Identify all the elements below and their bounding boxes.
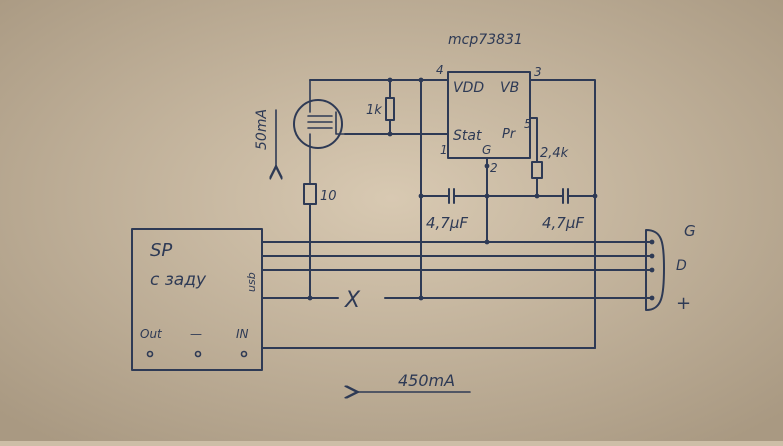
mosfet-symbol (293, 99, 343, 149)
connector-pin-d2 (649, 267, 655, 273)
junction-gnd-bus (484, 239, 490, 245)
connector-plus-label: + (676, 293, 691, 314)
led-current-label: 50mA (254, 109, 270, 150)
connector-pin-plus (649, 295, 655, 301)
sp-module-box (131, 228, 263, 371)
resistor-prog-label: 2,4k (540, 146, 569, 161)
connector-pin-g (649, 239, 655, 245)
capacitor-c2-label: 4,7μF (542, 214, 584, 232)
connector-d-label: D (676, 258, 687, 274)
prog-resistor-lead-top (529, 117, 538, 163)
sp-out-label: Out (140, 327, 163, 341)
mosfet-gate-lead (335, 111, 346, 135)
ic-pin3-label: 3 (534, 65, 542, 79)
ic-vdd-label: VDD (453, 80, 484, 96)
sp-module-name: SP (150, 240, 172, 261)
ic-gnd-label: G (482, 143, 491, 157)
resistor-1k-label: 1k (366, 103, 382, 118)
ic-pin2-label: 2 (490, 161, 498, 175)
ic-pin4-label: 4 (436, 63, 444, 77)
ic-pin1-label: 1 (440, 143, 448, 157)
sp-out-terminal (146, 350, 154, 358)
sp-minus-terminal (194, 350, 202, 358)
sp-usb-label: usb (245, 272, 258, 292)
ic-prog-label: Pr (502, 127, 517, 142)
junction-c1 (418, 193, 424, 199)
sp-in-label: IN (236, 327, 249, 341)
junction-10-bus (307, 295, 313, 301)
resistor-10-label: 10 (320, 189, 337, 204)
junction-gnd-top (484, 163, 490, 169)
ic-stat-label: Stat (453, 128, 482, 144)
capacitor-c1-label: 4,7μF (426, 214, 468, 232)
mcp73831-ic-body (447, 71, 531, 159)
junction-prog (534, 193, 540, 199)
cut-mark: X (344, 288, 361, 313)
ic-vb-label: VB (500, 80, 519, 96)
junction-stat (387, 131, 393, 137)
sp-module-subtitle: с заду (150, 270, 207, 290)
mosfet-channel (307, 115, 333, 129)
ic-pin5-label: 5 (524, 117, 532, 131)
junction-vdd-bus (418, 295, 424, 301)
charge-current-label: 450mA (398, 371, 455, 390)
ic-part-label: mcp73831 (448, 32, 523, 48)
vb-right-rail (529, 79, 596, 349)
junction-gnd-caps (484, 193, 490, 199)
usb-connector-body (645, 229, 665, 311)
connector-g-label: G (684, 222, 696, 240)
connector-pin-d1 (649, 253, 655, 259)
sp-minus-label: — (190, 327, 202, 341)
junction-vb-c2 (592, 193, 598, 199)
sp-in-terminal (240, 350, 248, 358)
